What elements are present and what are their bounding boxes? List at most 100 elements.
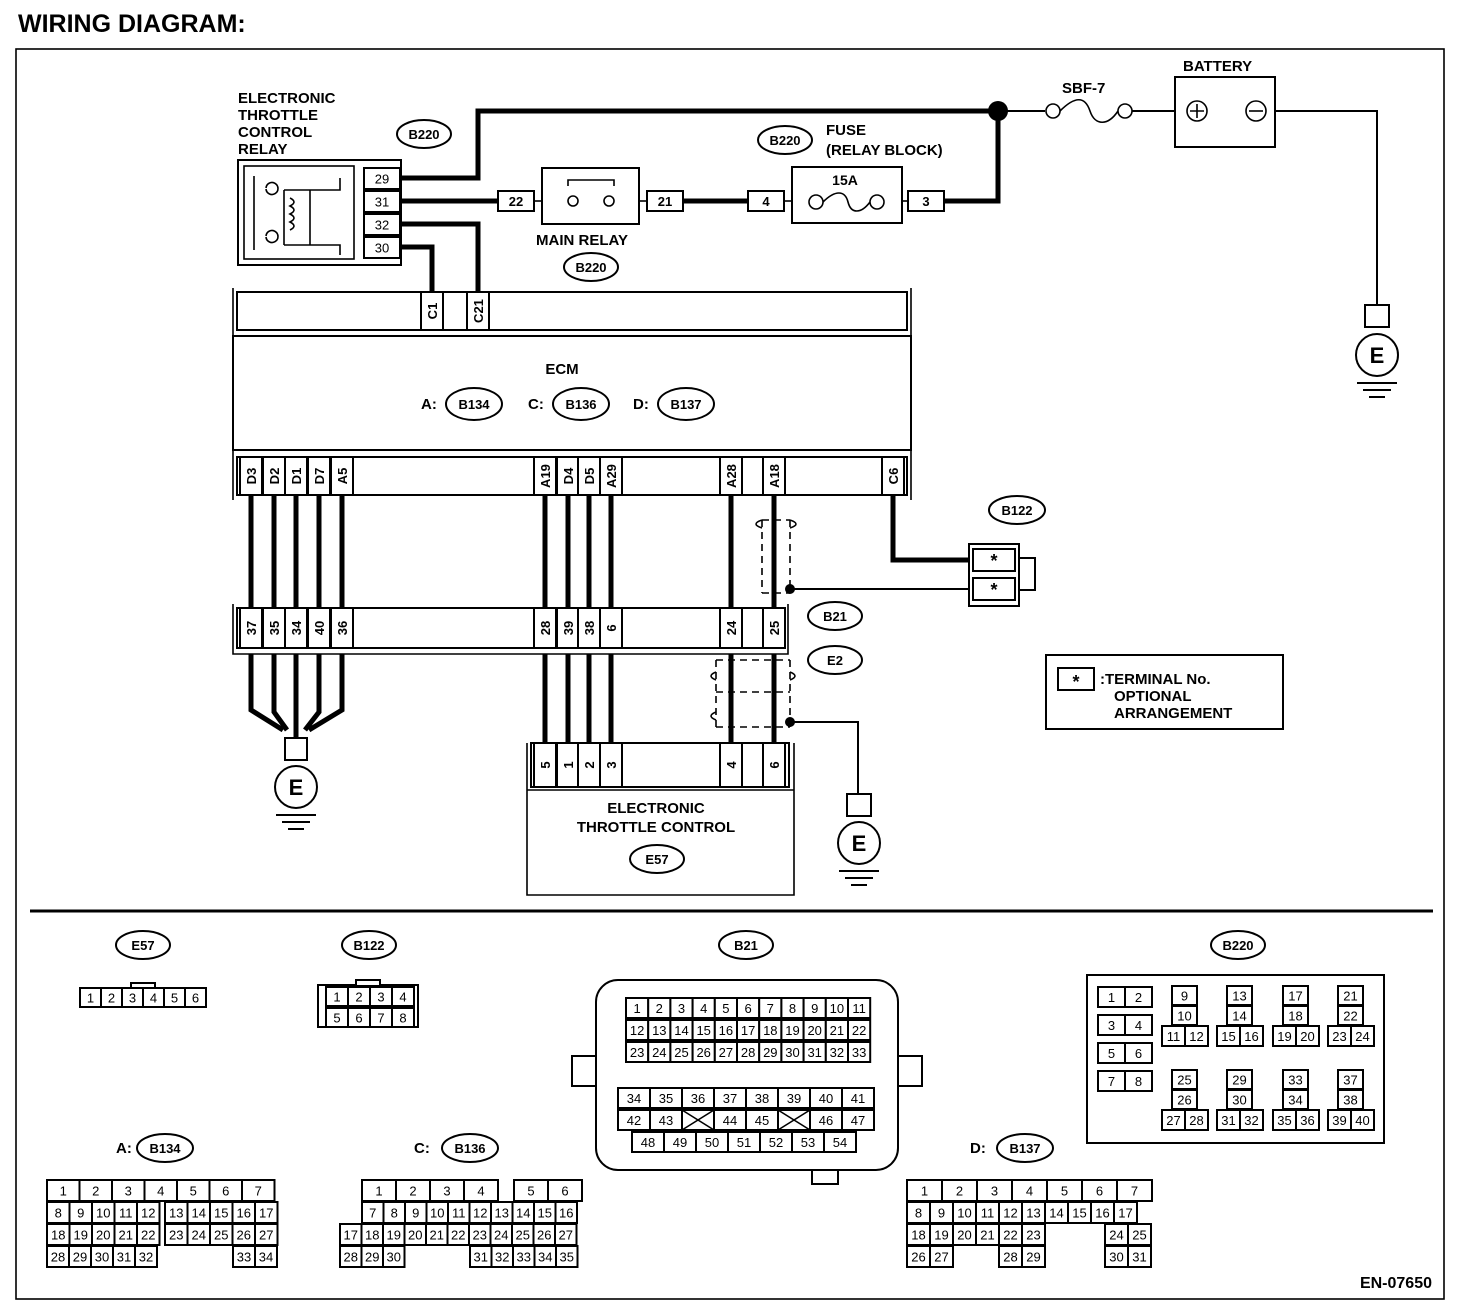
fuse-pin-4: 4 bbox=[762, 194, 770, 209]
svg-text:13: 13 bbox=[1026, 1206, 1040, 1221]
b136-face-pin-34: 34 bbox=[533, 1245, 557, 1268]
b134-face-pin-11: 11 bbox=[113, 1201, 138, 1224]
b21-pin-28: 28 bbox=[533, 607, 557, 649]
b21-etc-wires bbox=[542, 654, 859, 794]
svg-text:25: 25 bbox=[1132, 1228, 1146, 1243]
svg-text:29: 29 bbox=[365, 1250, 379, 1265]
b220-face-pin-1: 1 bbox=[1097, 986, 1126, 1008]
wire-relay-32-c21 bbox=[401, 221, 481, 292]
svg-text:30: 30 bbox=[95, 1250, 109, 1265]
svg-text:14: 14 bbox=[1232, 1009, 1246, 1024]
b220-face-pin-19: 19 bbox=[1272, 1025, 1297, 1047]
b21-face-pin-21: 21 bbox=[824, 1019, 849, 1041]
b134-face-pin-18: 18 bbox=[46, 1223, 71, 1246]
svg-text:23: 23 bbox=[1332, 1029, 1346, 1044]
svg-text:2: 2 bbox=[355, 990, 362, 1005]
svg-text:28: 28 bbox=[741, 1045, 755, 1060]
svg-text:35: 35 bbox=[1277, 1113, 1291, 1128]
b21-face-pin-29: 29 bbox=[758, 1041, 783, 1063]
svg-text:4: 4 bbox=[724, 761, 739, 769]
b134-face-pin-22: 22 bbox=[136, 1223, 161, 1246]
b21-pin-35: 35 bbox=[262, 607, 286, 649]
b220-face-pin-29: 29 bbox=[1226, 1069, 1253, 1090]
svg-text:40: 40 bbox=[312, 621, 327, 635]
svg-text:6: 6 bbox=[1135, 1046, 1142, 1061]
fuse-relay-block: B220 FUSE (RELAY BLOCK) 4 15A 3 bbox=[747, 122, 945, 224]
b21-face-pin-16: 16 bbox=[713, 1019, 738, 1041]
b21-face-pin-4: 4 bbox=[691, 997, 716, 1019]
wire-battery-ground bbox=[1275, 110, 1378, 305]
svg-text:45: 45 bbox=[755, 1113, 769, 1128]
b122-face-pin-7: 7 bbox=[369, 1007, 393, 1028]
b220-face-pin-34: 34 bbox=[1282, 1089, 1309, 1110]
svg-text:10: 10 bbox=[96, 1206, 110, 1221]
svg-text:D2: D2 bbox=[267, 468, 282, 485]
wire-c6-b122 bbox=[890, 495, 973, 563]
legend-line-1: :TERMINAL No. bbox=[1100, 671, 1211, 688]
legend-line-2: OPTIONAL bbox=[1114, 688, 1192, 705]
fuse-body bbox=[791, 166, 903, 224]
svg-text:36: 36 bbox=[691, 1091, 705, 1106]
b137-face-pin-24: 24 bbox=[1104, 1223, 1129, 1246]
b21-face-pin-7: 7 bbox=[758, 997, 783, 1019]
b220-face-pin-36: 36 bbox=[1295, 1109, 1320, 1131]
fuse-pin-3: 3 bbox=[922, 194, 929, 209]
ecm-pin-D1: D1 bbox=[284, 456, 308, 496]
svg-text:23: 23 bbox=[169, 1228, 183, 1243]
ecm-c-label: C: bbox=[528, 396, 544, 413]
ecm-pin-A5: A5 bbox=[330, 456, 354, 496]
b220-face-pin-23: 23 bbox=[1327, 1025, 1352, 1047]
etc-relay: ELECTRONIC THROTTLE CONTROL RELAY 293132… bbox=[237, 90, 402, 266]
b122-face-pin-4: 4 bbox=[391, 986, 415, 1007]
svg-text:4: 4 bbox=[1026, 1184, 1033, 1199]
b220-face-pin-39: 39 bbox=[1327, 1109, 1352, 1131]
b220-face-pin-11: 11 bbox=[1161, 1025, 1186, 1047]
svg-text:24: 24 bbox=[652, 1045, 666, 1060]
svg-text:25: 25 bbox=[214, 1228, 228, 1243]
ecm-pin-A19: A19 bbox=[533, 456, 557, 496]
svg-text:13: 13 bbox=[652, 1023, 666, 1038]
e57-face-pin-5: 5 bbox=[163, 987, 186, 1008]
b21-pin-6: 6 bbox=[599, 607, 623, 649]
svg-text:4: 4 bbox=[157, 1184, 164, 1199]
b137-face-pin-5: 5 bbox=[1046, 1179, 1083, 1202]
b21-face-pin-40: 40 bbox=[809, 1087, 843, 1109]
b136-face-pin-12: 12 bbox=[468, 1201, 492, 1224]
b220-face-pin-31: 31 bbox=[1216, 1109, 1241, 1131]
b21-face-pin-10: 10 bbox=[824, 997, 849, 1019]
b136-face-pin-21: 21 bbox=[425, 1223, 449, 1246]
b122-face-pin-5: 5 bbox=[325, 1007, 349, 1028]
svg-text:28: 28 bbox=[51, 1250, 65, 1265]
b220-face-pin-33: 33 bbox=[1282, 1069, 1309, 1090]
ecm-pin-A29: A29 bbox=[599, 456, 623, 496]
svg-text:15: 15 bbox=[1072, 1206, 1086, 1221]
svg-text:21: 21 bbox=[980, 1228, 994, 1243]
svg-text:15: 15 bbox=[538, 1206, 552, 1221]
svg-text:31: 31 bbox=[474, 1250, 488, 1265]
b220-label-relay: B220 bbox=[408, 127, 439, 142]
b134-face-pin-29: 29 bbox=[68, 1245, 92, 1268]
b136-face-pin-18: 18 bbox=[360, 1223, 384, 1246]
svg-text:18: 18 bbox=[763, 1023, 777, 1038]
svg-text:16: 16 bbox=[237, 1206, 251, 1221]
b137-face-pin-4: 4 bbox=[1011, 1179, 1048, 1202]
b136-label-face: B136 bbox=[454, 1141, 485, 1156]
b220-face-pin-32: 32 bbox=[1239, 1109, 1264, 1131]
b21-face-pin-51: 51 bbox=[727, 1131, 761, 1153]
b137-face-pin-22: 22 bbox=[998, 1223, 1023, 1246]
b136-face-pin-32: 32 bbox=[490, 1245, 514, 1268]
svg-text:34: 34 bbox=[289, 620, 304, 635]
b220-face-pin-27: 27 bbox=[1161, 1109, 1186, 1131]
svg-text:12: 12 bbox=[630, 1023, 644, 1038]
svg-text:8: 8 bbox=[399, 1011, 406, 1026]
svg-text:39: 39 bbox=[787, 1091, 801, 1106]
svg-text:24: 24 bbox=[1109, 1228, 1123, 1243]
b136-face-pin-16: 16 bbox=[554, 1201, 578, 1224]
b136-face-pin-6: 6 bbox=[547, 1179, 583, 1202]
b21-face-pin-19: 19 bbox=[780, 1019, 805, 1041]
b136-face-pin-23: 23 bbox=[468, 1223, 492, 1246]
ground-symbol-battery bbox=[1355, 333, 1399, 377]
svg-text:34: 34 bbox=[259, 1250, 273, 1265]
